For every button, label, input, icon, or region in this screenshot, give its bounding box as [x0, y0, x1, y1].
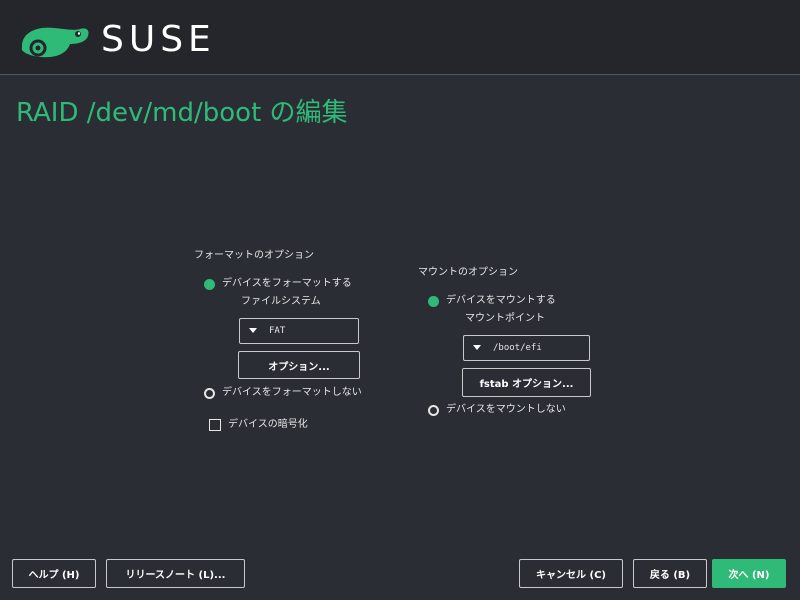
- no-format-label[interactable]: デバイスをフォーマットしない: [222, 387, 362, 398]
- header-bar: SUSE: [0, 0, 800, 75]
- brand-wordmark: SUSE: [101, 19, 216, 60]
- encrypt-device-checkbox[interactable]: [209, 419, 221, 431]
- format-device-radio[interactable]: [204, 279, 215, 290]
- dropdown-arrow-icon: [473, 345, 481, 350]
- help-button[interactable]: ヘルプ (H): [12, 559, 96, 588]
- mount-point-value: /boot/efi: [493, 343, 542, 353]
- format-device-label[interactable]: デバイスをフォーマットする: [222, 278, 352, 289]
- cancel-button[interactable]: キャンセル (C): [519, 559, 623, 588]
- format-options-button[interactable]: オプション...: [238, 351, 360, 379]
- page-title: RAID /dev/md/boot の編集: [16, 98, 348, 128]
- filesystem-value: FAT: [269, 326, 286, 336]
- format-options-heading: フォーマットのオプション: [194, 250, 314, 261]
- next-button[interactable]: 次へ (N): [712, 559, 786, 588]
- no-format-radio[interactable]: [204, 388, 215, 399]
- chameleon-icon: [21, 27, 89, 58]
- encrypt-device-label[interactable]: デバイスの暗号化: [228, 419, 308, 430]
- mount-options-heading: マウントのオプション: [418, 267, 518, 278]
- mount-device-radio[interactable]: [428, 296, 439, 307]
- fstab-options-button[interactable]: fstab オプション...: [462, 368, 591, 397]
- back-button[interactable]: 戻る (B): [633, 559, 707, 588]
- mount-point-label: マウントポイント: [465, 313, 545, 324]
- filesystem-label: ファイルシステム: [241, 296, 321, 307]
- no-mount-label[interactable]: デバイスをマウントしない: [446, 404, 566, 415]
- release-notes-button[interactable]: リリースノート (L)...: [106, 559, 245, 588]
- no-mount-radio[interactable]: [428, 405, 439, 416]
- filesystem-select[interactable]: FAT: [239, 318, 359, 344]
- mount-point-select[interactable]: /boot/efi: [463, 335, 590, 361]
- dropdown-arrow-icon: [249, 328, 257, 333]
- mount-device-label[interactable]: デバイスをマウントする: [446, 295, 556, 306]
